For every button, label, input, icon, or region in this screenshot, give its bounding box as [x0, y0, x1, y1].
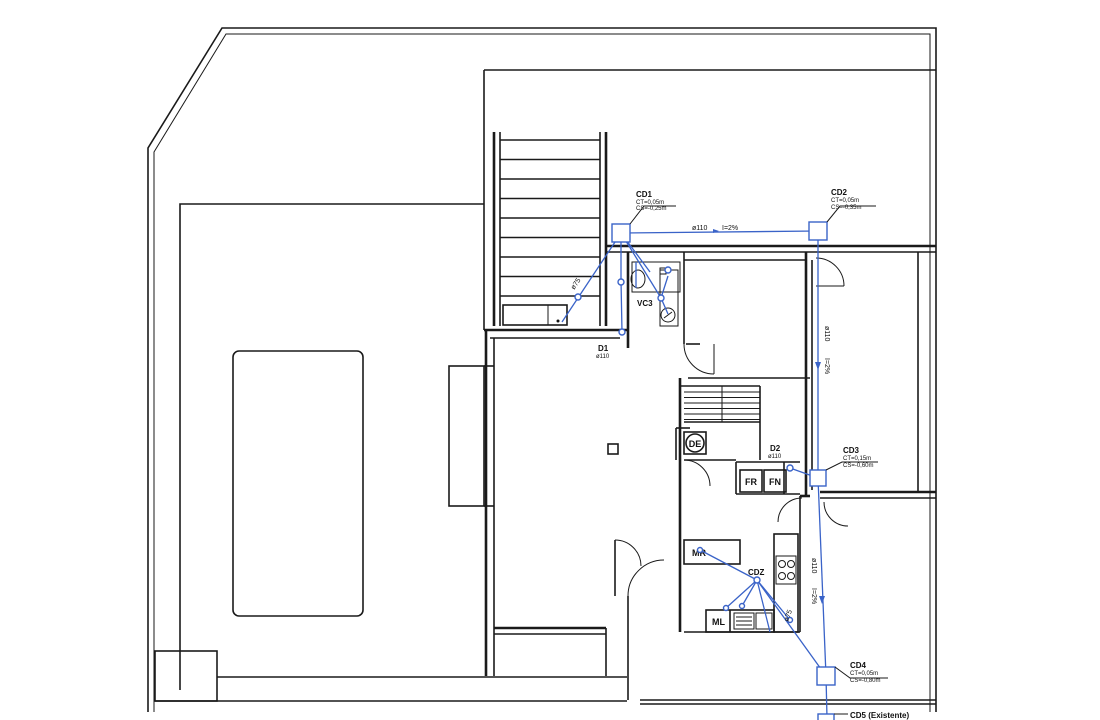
house-walls — [484, 244, 936, 705]
wc-fixtures — [630, 261, 681, 327]
cd4-cs: CS=-0,80m — [850, 678, 881, 684]
shower-drain — [660, 307, 676, 323]
cd1-label: CD1 — [636, 190, 653, 199]
d1-diam: ø110 — [596, 354, 610, 360]
cd3-ct: CT=0,15m — [843, 456, 871, 462]
appliance-fr — [739, 469, 763, 493]
doors — [614, 257, 849, 597]
cooktop — [775, 555, 797, 585]
node-cd1 — [611, 223, 631, 243]
appliance-de — [685, 433, 705, 453]
yard-corner-box — [154, 650, 218, 702]
right-lower-pipe-diam: ø110 — [810, 558, 817, 574]
vc3-label: VC3 — [637, 299, 653, 308]
node-cd5 — [817, 713, 835, 720]
top-pipe-slope: I=2% — [722, 225, 738, 232]
cd1-cs: CS=-0,25m — [636, 206, 667, 212]
appliance-fr-label: FR — [745, 477, 757, 487]
appliance-de-label: DE — [689, 439, 702, 449]
top-pipe-diam: ø110 — [692, 225, 708, 232]
cd5-label: CD5 (Existente) — [850, 711, 909, 720]
cd2-cs: CS=-0,35m — [831, 205, 862, 211]
cd3-label: CD3 — [843, 446, 860, 455]
site-boundary — [147, 27, 937, 712]
node-cd2 — [808, 221, 828, 241]
cd2-label: CD2 — [831, 188, 848, 197]
sink — [733, 612, 755, 630]
yard — [154, 69, 936, 702]
window-projection — [448, 365, 485, 507]
labels: CD1 CT=0,05m CS=-0,25m CD2 CT=0,05m CS=-… — [570, 188, 910, 720]
exterior-stair — [492, 132, 608, 326]
d2-label: D2 — [770, 444, 781, 453]
toilet — [630, 269, 646, 289]
cdz-label: CDZ — [748, 568, 765, 577]
center-marker — [607, 443, 619, 455]
stair-branch-diam: ø75 — [570, 277, 583, 291]
d2-diam: ø110 — [768, 454, 782, 460]
cd2-ct: CT=0,05m — [831, 198, 859, 204]
cd1-ct: CT=0,05m — [636, 200, 664, 206]
right-upper-pipe-slope: I=2% — [823, 358, 830, 374]
appliance-ml-label: ML — [712, 617, 725, 627]
appliance-fn-label: FN — [769, 477, 781, 487]
cd3-cs: CS=-0,60m — [843, 463, 874, 469]
kitchen-branch-diam: ø75 — [783, 609, 794, 623]
cd4-ct: CT=0,05m — [850, 671, 878, 677]
node-cd4 — [816, 666, 836, 686]
right-lower-pipe-slope: I=2% — [810, 588, 817, 604]
pool — [232, 350, 364, 617]
node-cd3 — [809, 469, 827, 487]
cd4-label: CD4 — [850, 661, 867, 670]
d1-label: D1 — [598, 344, 609, 353]
appliance-fn — [763, 469, 787, 493]
leader-lines — [629, 205, 888, 715]
right-upper-pipe-diam: ø110 — [823, 326, 830, 342]
drainage-network — [561, 221, 836, 720]
